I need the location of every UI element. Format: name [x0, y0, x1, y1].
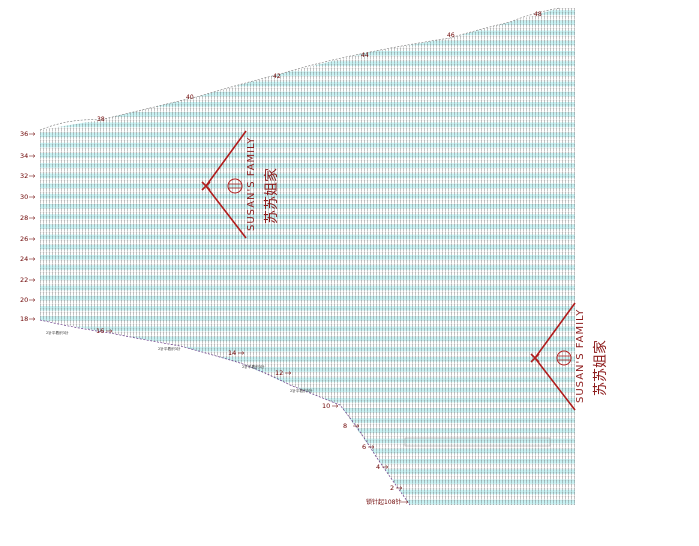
- chart-body: [40, 8, 575, 505]
- row-label: 38: [97, 116, 105, 123]
- watermark-logo: SUSAN'S FAMILY 苏苏姐家: [201, 130, 280, 239]
- shaping-note: 2针平着织3针: [242, 364, 265, 369]
- shaping-note: 2针平着织3针: [290, 388, 313, 393]
- row-label: 4: [376, 463, 380, 471]
- row-label: 22: [20, 276, 28, 284]
- row-label: 2: [390, 484, 394, 492]
- watermark-logo: SUSAN'S FAMILY 苏苏姐家: [530, 302, 609, 411]
- watermark-brand: SUSAN'S FAMILY: [246, 137, 257, 231]
- row-label: 28: [20, 214, 28, 222]
- row-label: 30: [20, 193, 28, 201]
- start-chain-label: 锁针起108针: [366, 498, 401, 506]
- shaped-edge: [39, 319, 411, 506]
- row-arrows: [29, 132, 403, 490]
- row-label: 12: [275, 369, 283, 377]
- row-label: 24: [20, 255, 28, 263]
- row-label: 14: [228, 349, 236, 357]
- start-chain-arrow: [400, 500, 409, 504]
- row-label: 16: [96, 327, 104, 335]
- row-label: 44: [361, 52, 369, 59]
- top-edge: [39, 7, 561, 131]
- row-label: 8: [343, 422, 347, 430]
- watermark-chinese: 苏苏姐家: [592, 340, 609, 396]
- row-label: 36: [20, 130, 28, 138]
- top-row-labels: 38 40 42 44 46 48: [97, 11, 542, 123]
- row-label: 40: [186, 94, 194, 101]
- row-label: 46: [447, 32, 455, 39]
- shaping-notes: 2针平着织3针 2针平着织3针 2针平着织3针 2针平着织3针: [46, 330, 313, 393]
- row-label: 48: [534, 11, 542, 18]
- shaping-note: 2针平着织3针: [158, 346, 181, 351]
- watermark-chinese: 苏苏姐家: [263, 168, 280, 224]
- row-label: 42: [273, 73, 281, 80]
- row-label: 20: [20, 296, 28, 304]
- shaping-note: 2针平着织3针: [46, 330, 69, 335]
- row-label: 6: [362, 443, 366, 451]
- row-label: 18: [20, 315, 28, 323]
- watermark-brand: SUSAN'S FAMILY: [575, 309, 586, 403]
- inner-band: [404, 437, 551, 447]
- row-label: 34: [20, 152, 28, 160]
- left-row-labels: 36 34 32 30 28 26 24 22 20 18 16 14 12 1…: [20, 130, 394, 492]
- row-label: 26: [20, 235, 28, 243]
- row-label: 10: [322, 402, 330, 410]
- row-label: 32: [20, 172, 28, 180]
